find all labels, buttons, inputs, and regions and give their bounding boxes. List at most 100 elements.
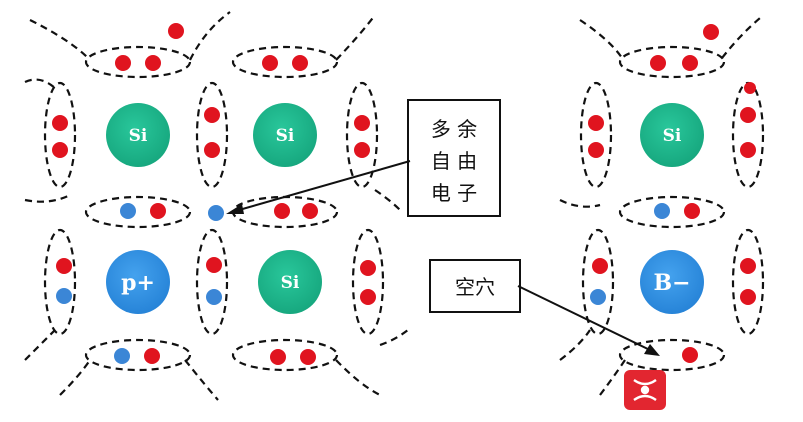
n-type-lattice — [24, 11, 409, 401]
bond-ellipse — [345, 81, 379, 189]
si-atom-label: Si — [276, 126, 295, 146]
si-atom — [106, 103, 170, 167]
electron — [144, 348, 160, 364]
si-atom-label: Si — [281, 273, 300, 293]
electron — [588, 142, 604, 158]
bond-curve — [335, 14, 376, 61]
electron — [145, 55, 161, 71]
si-atom — [258, 250, 322, 314]
electron — [52, 115, 68, 131]
bond-curve — [24, 194, 71, 203]
electron — [115, 55, 131, 71]
bond-ellipse — [618, 338, 726, 372]
electron — [588, 115, 604, 131]
electron — [354, 142, 370, 158]
si-atom-label: Si — [129, 126, 148, 146]
electron — [592, 258, 608, 274]
bond-curve — [59, 359, 91, 396]
electron — [292, 55, 308, 71]
bond-ellipse — [618, 45, 726, 79]
bond-ellipse — [84, 195, 192, 229]
free-electron-callout-line2: 自 由 — [431, 149, 477, 173]
free-electron-arrowhead — [226, 204, 244, 214]
electron — [744, 82, 756, 94]
watermark: 面包板社区 mianbaoban-china.com — [624, 370, 792, 411]
bond-curve — [184, 359, 219, 401]
bond-curve — [189, 11, 231, 61]
bond-curve — [559, 199, 601, 208]
electron — [270, 349, 286, 365]
watermark-subtext: mianbaoban-china.com — [674, 400, 792, 411]
p-type-lattice — [559, 17, 765, 396]
electron — [740, 258, 756, 274]
electron — [206, 257, 222, 273]
free-electron — [208, 205, 224, 221]
electron — [360, 289, 376, 305]
hole-callout: 空穴 — [429, 259, 660, 356]
bond-curve — [721, 17, 761, 59]
free-electron-callout-line3: 电 子 — [431, 181, 477, 205]
free-electron-callout: 多 余 自 由 电 子 — [226, 99, 501, 217]
bound-electron — [206, 289, 222, 305]
electron — [56, 258, 72, 274]
electron — [740, 107, 756, 123]
electron — [302, 203, 318, 219]
phosphorus-atom-label: p+ — [121, 270, 155, 296]
bond-ellipse — [351, 228, 385, 336]
hole-callout-box — [429, 259, 521, 313]
si-atom — [640, 103, 704, 167]
free-electron-arrow — [231, 160, 411, 213]
electron — [360, 260, 376, 276]
bond-ellipse — [84, 338, 192, 372]
bond-ellipse — [731, 228, 765, 336]
si-atom-label: Si — [663, 126, 682, 146]
breadboard-logo-icon — [633, 379, 657, 401]
hole-arrowhead — [644, 344, 660, 356]
hole-arrow — [517, 285, 655, 353]
bond-ellipse — [84, 45, 192, 79]
boron-atom — [640, 250, 704, 314]
bound-electron — [56, 288, 72, 304]
si-atom — [253, 103, 317, 167]
bond-ellipse — [231, 338, 339, 372]
bond-curve — [29, 19, 89, 59]
hole-callout-label: 空穴 — [455, 275, 495, 299]
bond-curve — [579, 19, 623, 59]
bond-curve — [599, 359, 626, 396]
atoms: Si Si p+ Si Si B− — [106, 103, 704, 314]
boron-atom-label: B− — [653, 270, 690, 296]
bond-curve — [559, 329, 591, 361]
bond-ellipse — [618, 195, 726, 229]
bond-ellipse — [731, 81, 765, 189]
electron — [300, 349, 316, 365]
bond-ellipse — [43, 228, 77, 336]
bond-curve — [24, 78, 56, 89]
bound-electron — [654, 203, 670, 219]
electron — [168, 23, 184, 39]
bond-curve — [379, 329, 409, 347]
electron — [274, 203, 290, 219]
electron — [740, 289, 756, 305]
electron — [682, 55, 698, 71]
bound-electron — [590, 289, 606, 305]
electron — [354, 115, 370, 131]
electron — [650, 55, 666, 71]
bond-ellipse — [231, 45, 339, 79]
electron — [262, 55, 278, 71]
bound-electron — [120, 203, 136, 219]
bond-curve — [24, 329, 56, 361]
phosphorus-atom — [106, 250, 170, 314]
electron — [684, 203, 700, 219]
blue-carriers — [56, 203, 670, 364]
electron — [204, 107, 220, 123]
electron — [682, 347, 698, 363]
bond-ellipse — [579, 81, 613, 189]
bond-ellipse — [195, 81, 229, 189]
watermark-text: 面包板社区 — [674, 373, 784, 398]
bond-ellipse — [43, 81, 77, 189]
electron — [740, 142, 756, 158]
bound-electron — [114, 348, 130, 364]
electron — [52, 142, 68, 158]
bond-ellipse — [581, 228, 615, 336]
